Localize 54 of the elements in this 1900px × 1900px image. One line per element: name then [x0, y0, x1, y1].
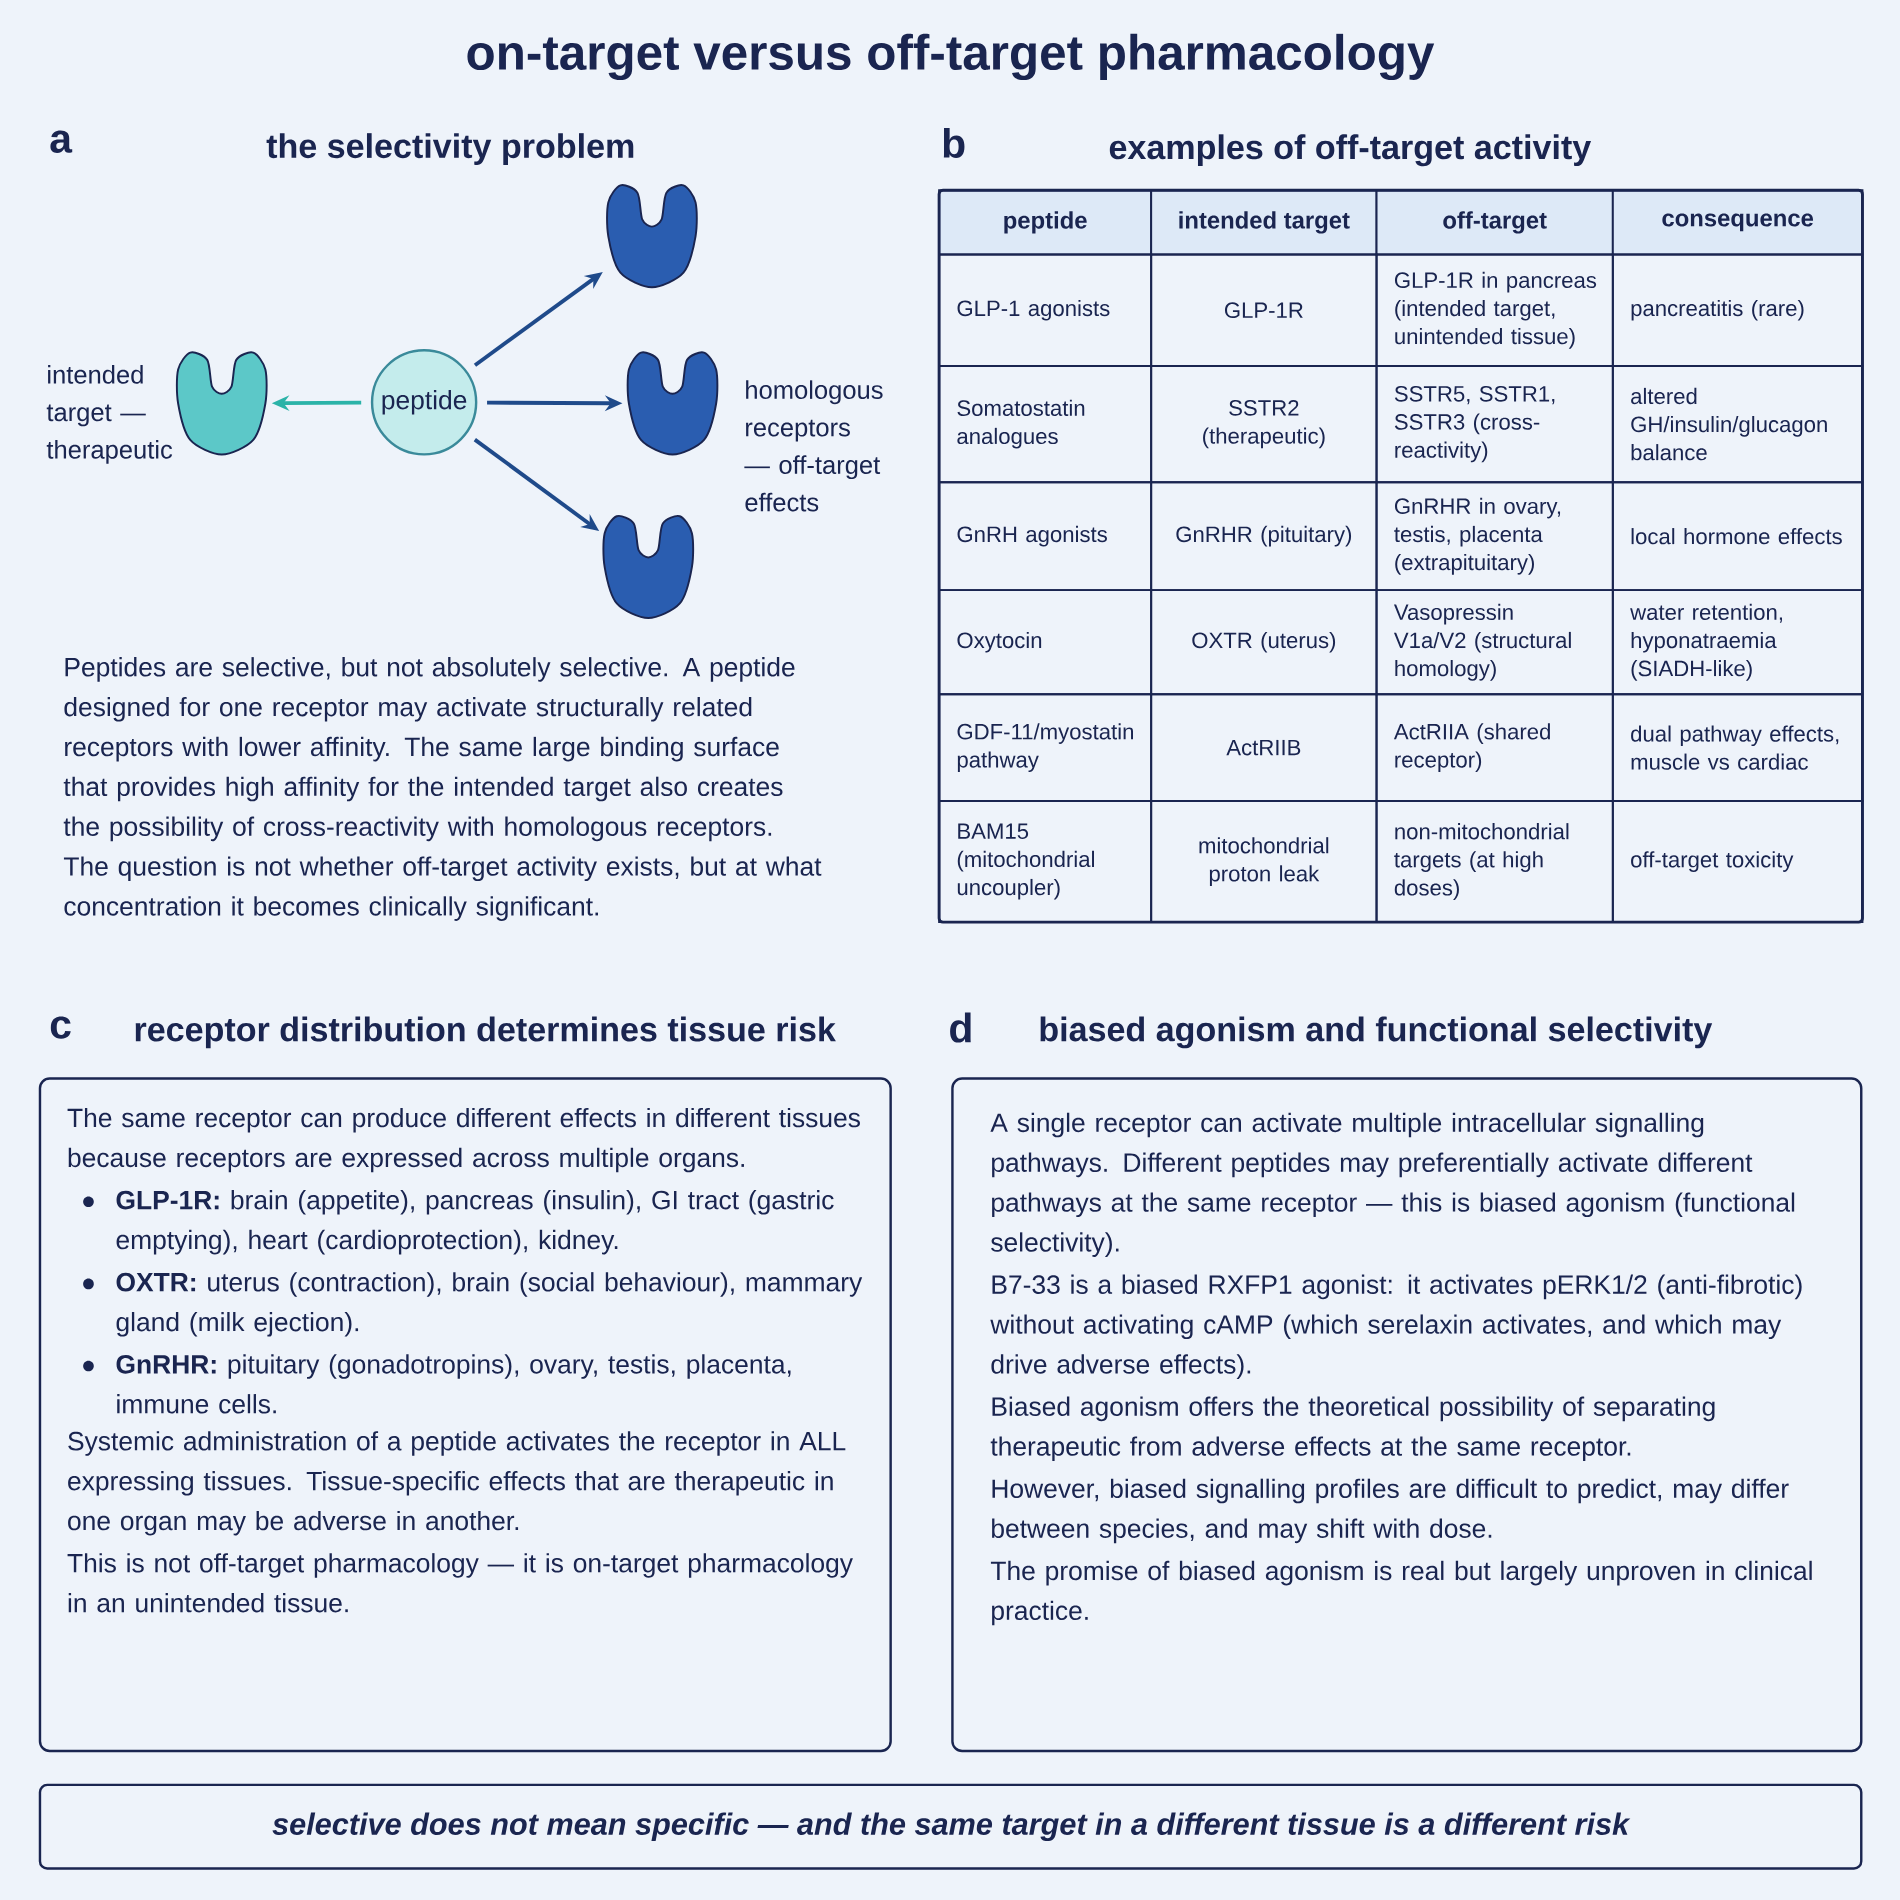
takeaway-banner: selective does not mean specific — and the same target in a different tissue is a different risk	[38, 1783, 1863, 1870]
table-cell: GnRHR (pituitary)	[1150, 481, 1378, 592]
panel-letter: c	[50, 1016, 71, 1039]
table-cell: mitochondrial proton leak	[1150, 800, 1378, 924]
table-cell: Somatostatin analogues	[938, 364, 1153, 484]
panel-heading: receptor distribution determines tissue risk	[135, 1016, 836, 1049]
panel-heading: biased agonism and functional selectivity	[1040, 1016, 1713, 1049]
receptor-drawing	[602, 515, 695, 619]
table-cell: local hormone effects	[1611, 481, 1864, 592]
bullet-item: GLP-1R: brain (appetite), pancreas (insulin), GI tract (gastric emptying), heart (cardioprotection), kidney.	[83, 1190, 834, 1255]
receptor-drawing	[606, 184, 698, 289]
panel-heading: the selectivity problem	[266, 133, 634, 165]
paragraph: B7-33 is a biased RXFP1 agonist: it activates pERK1/2 (anti-fibrotic) without activating cAMP (which serelaxin activates, and which may drive adverse effects).	[990, 1274, 1802, 1379]
paragraph: The promise of biased agonism is real but largely unproven in clinical practice.	[990, 1560, 1812, 1626]
table-cell: ActRIIA (shared receptor)	[1375, 693, 1614, 802]
table-header-cell: consequence	[1611, 189, 1864, 256]
paragraph: Biased agonism offers the theoretical possibility of separating therapeutic from adverse effects at the same receptor.	[990, 1396, 1715, 1461]
panel-letter: a	[50, 130, 73, 153]
table-cell: GLP-1R	[1150, 253, 1378, 367]
table-header-cell: off-target	[1375, 189, 1614, 256]
table-cell: ActRIIB	[1150, 693, 1378, 802]
title: on-target versus off-target pharmacology	[467, 33, 1435, 81]
table-cell: water retention, hyponatraemia (SIADH-like)	[1611, 589, 1864, 696]
table-cell: Oxytocin	[938, 589, 1153, 696]
table-cell: GLP-1 agonists	[938, 253, 1153, 367]
table-cell: GnRHR in ovary, testis, placenta (extrapituitary)	[1375, 481, 1614, 592]
panel-letter: b	[943, 128, 965, 158]
paragraph: However, biased signalling profiles are difficult to predict, may differ between species, and may shift with dose.	[992, 1478, 1789, 1544]
table-cell: altered GH/insulin/glucagon balance	[1611, 364, 1864, 484]
table-cell: pancreatitis (rare)	[1611, 253, 1864, 367]
bullet-item: GnRHR: pituitary (gonadotropins), ovary, testis, placenta, immune cells.	[83, 1354, 791, 1414]
receptor-label: intended target — therapeutic	[46, 365, 173, 464]
table-cell: Vasopressin V1a/V2 (structural homology)	[1375, 589, 1614, 696]
paragraph: The same receptor can produce different effects in different tissues because receptors are expressed across multiple organs.	[67, 1107, 860, 1173]
panel-letter: d	[950, 1012, 971, 1043]
table-header-cell: peptide	[938, 189, 1153, 256]
panel-heading: examples of off-target activity	[1109, 134, 1592, 167]
table-cell: OXTR (uterus)	[1150, 589, 1378, 696]
table-header-cell: intended target	[1150, 189, 1378, 256]
table-cell: GnRH agonists	[938, 481, 1153, 592]
receptor-label: homologous receptors — off-target effects	[744, 380, 883, 512]
paragraph: A single receptor can activate multiple intracellular signalling pathways. Different peptides may preferentially activate different pathways at the same receptor — this is biased agonism (functional selectivity).	[990, 1112, 1795, 1257]
paragraph: Systemic administration of a peptide activates the receptor in ALL expressing tissues. Tissue-specific effects that are therapeutic in one organ may be adverse in another.	[68, 1431, 846, 1536]
table-cell: non-mitochondrial targets (at high doses)	[1375, 800, 1614, 924]
table-cell: GLP-1R in pancreas (intended target, unintended tissue)	[1375, 253, 1614, 367]
table-cell: GDF-11/myostatin pathway	[938, 693, 1153, 802]
paragraph: Peptides are selective, but not absolutely selective. A peptide designed for one receptor may activate structurally related receptors with lower affinity. The same large binding surface that provides high affinity for the intended target also creates the possibility of cross-reactivity with homologous receptors. The question is not whether off-target activity exists, but at what concentration it becomes clinically significant.	[63, 657, 822, 921]
table-cell: dual pathway effects, muscle vs cardiac	[1611, 693, 1864, 802]
table-cell: BAM15 (mitochondrial uncoupler)	[938, 800, 1153, 924]
table-cell: SSTR2 (therapeutic)	[1150, 364, 1378, 484]
paragraph: This is not off-target pharmacology — it is on-target pharmacology in an unintended tissue.	[67, 1553, 853, 1613]
table-cell: off-target toxicity	[1611, 800, 1864, 924]
bullet-item: OXTR: uterus (contraction), brain (social behaviour), mammary gland (milk ejection).	[83, 1272, 863, 1337]
table-cell: SSTR5, SSTR1, SSTR3 (cross-reactivity)	[1375, 364, 1614, 484]
